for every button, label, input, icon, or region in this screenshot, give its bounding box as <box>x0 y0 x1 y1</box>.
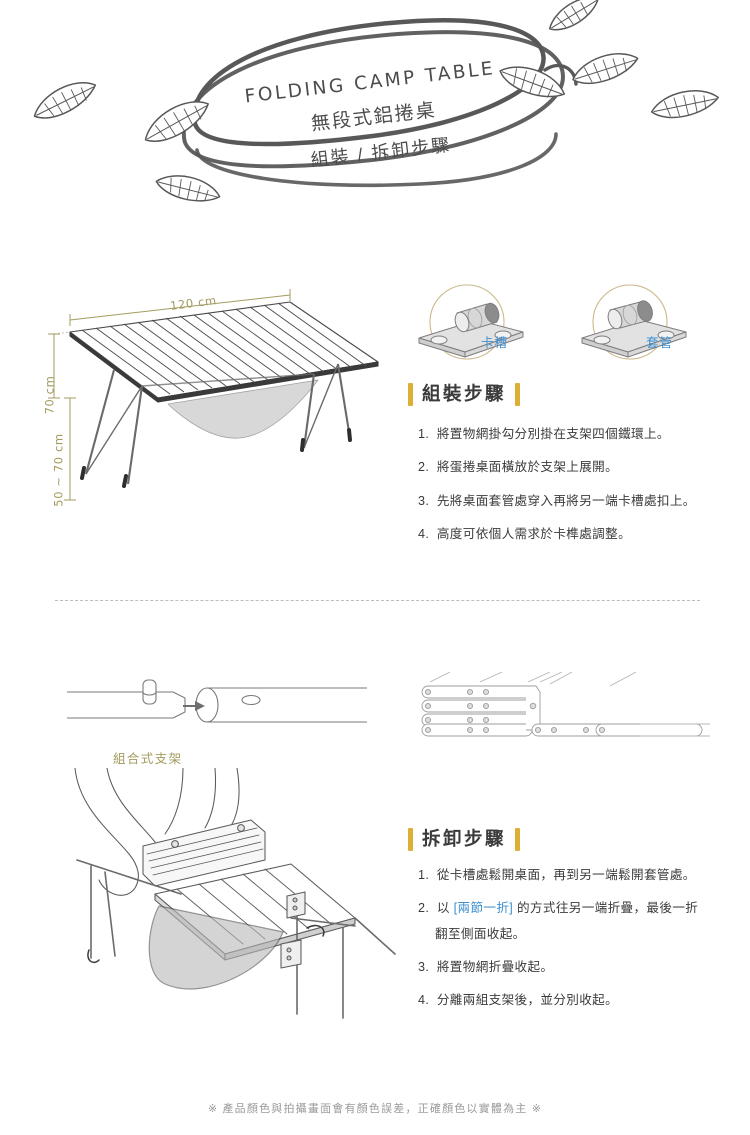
disassembly-step-2-text-before: 以 <box>436 901 454 916</box>
frame-assembly-figure <box>55 670 375 745</box>
dimension-depth-label: 70 cm <box>42 375 57 415</box>
assembly-heading: 組裝步驟 <box>408 383 521 406</box>
assembly-step-1: 1. 將置物網掛勾分別掛在支架四個鐵環上。 <box>418 425 748 443</box>
assembly-step-2-text: 將蛋捲桌面橫放於支架上展開。 <box>436 460 619 475</box>
disassembly-heading-text: 拆卸步驟 <box>422 828 507 850</box>
disassembly-step-2: 2. 以 [兩節一折] 的方式往另一端折疊，最後一折 翻至側面收起。 <box>418 899 748 943</box>
assembly-step-3: 3. 先將桌面套管處穿入再將另一端卡槽處扣上。 <box>418 492 748 510</box>
heading-bar-left <box>408 383 413 406</box>
assembly-step-1-text: 將置物網掛勾分別掛在支架四個鐵環上。 <box>436 427 670 441</box>
disassembly-step-4-number: 4. <box>418 993 430 1007</box>
part-callouts: 卡槽 <box>405 280 750 375</box>
assembly-step-4-text: 高度可依個人需求於卡榫處調整。 <box>436 526 632 541</box>
table-dimension-figure: 120 cm 70 cm 50 ~ 70 cm <box>18 288 398 528</box>
header-banner: FOLDING CAMP TABLE 無段式鋁捲桌 組裝 / 拆卸步驟 <box>0 0 750 230</box>
disassembly-heading: 拆卸步驟 <box>408 828 521 851</box>
callout-sleeve-label: 套管 <box>646 336 674 350</box>
heading-bar-right <box>515 383 521 406</box>
disassembly-step-3-text: 將置物網折疊收起。 <box>436 959 554 974</box>
callout-slot: 卡槽 <box>405 280 565 370</box>
assembly-steps-list: 1. 將置物網掛勾分別掛在支架四個鐵環上。 2. 將蛋捲桌面橫放於支架上展開。 … <box>418 425 748 558</box>
disassembly-step-2-highlight: [兩節一折] <box>453 901 514 916</box>
slot-bracket-icon <box>418 284 524 360</box>
rolling-table-figure <box>55 767 400 1043</box>
arrow-icon <box>183 701 205 711</box>
disassembly-step-3: 3. 將置物網折疊收起。 <box>418 958 748 976</box>
assembly-step-3-text: 先將桌面套管處穿入再將另一端卡槽處扣上。 <box>436 493 696 508</box>
folded-slats-illustration <box>421 671 710 737</box>
dimension-height-label: 50 ~ 70 cm <box>51 433 66 507</box>
frame-figure-label: 組合式支架 <box>113 752 183 766</box>
footer-disclaimer: ※ 產品顏色與拍攝畫面會有顏色誤差，正確顏色以實體為主 ※ <box>207 1103 543 1115</box>
assembly-heading-text: 組裝步驟 <box>422 383 507 405</box>
assembly-step-1-number: 1. <box>418 427 430 441</box>
callout-sleeve: 套管 <box>560 280 720 370</box>
disassembly-step-3-number: 3. <box>418 959 430 974</box>
disassembly-step-4-text: 分離兩組支架後，並分別收起。 <box>436 993 619 1007</box>
disassembly-steps-list: 1. 從卡槽處鬆開桌面，再到另一端鬆開套管處。 2. 以 [兩節一折] 的方式往… <box>418 866 748 1024</box>
heading-bar-left <box>408 828 413 851</box>
disassembly-step-2-number: 2. <box>418 901 430 916</box>
sleeve-bracket-icon <box>581 284 687 360</box>
disassembly-step-1-text: 從卡槽處鬆開桌面，再到另一端鬆開套管處。 <box>436 868 696 882</box>
disassembly-step-2-text-after: 的方式往另一端折疊，最後一折 <box>513 901 699 916</box>
header-decoration <box>33 0 720 202</box>
tube-joint-illustration <box>67 679 367 723</box>
assembly-step-2: 2. 將蛋捲桌面橫放於支架上展開。 <box>418 458 748 476</box>
assembly-section: 120 cm 70 cm 50 ~ 70 cm <box>0 280 750 580</box>
disassembly-step-1: 1. 從卡槽處鬆開桌面，再到另一端鬆開套管處。 <box>418 866 748 884</box>
heading-bar-right <box>515 828 521 851</box>
assembly-step-4: 4. 高度可依個人需求於卡榫處調整。 <box>418 525 748 543</box>
callout-slot-label: 卡槽 <box>481 336 509 350</box>
leaf-icon <box>33 0 720 202</box>
folding-table-illustration <box>48 289 379 501</box>
folded-slats-figure <box>400 671 740 777</box>
disassembly-step-4: 4. 分離兩組支架後，並分別收起。 <box>418 991 748 1009</box>
disassembly-section: 組合式支架 <box>0 660 750 1080</box>
section-divider <box>55 600 700 601</box>
disassembly-step-2-continuation: 翻至側面收起。 <box>435 926 526 941</box>
assembly-step-2-number: 2. <box>418 460 430 475</box>
rolling-illustration <box>74 767 396 1019</box>
assembly-step-4-number: 4. <box>418 526 430 541</box>
assembly-step-3-number: 3. <box>418 493 430 508</box>
disassembly-step-1-number: 1. <box>418 868 430 882</box>
